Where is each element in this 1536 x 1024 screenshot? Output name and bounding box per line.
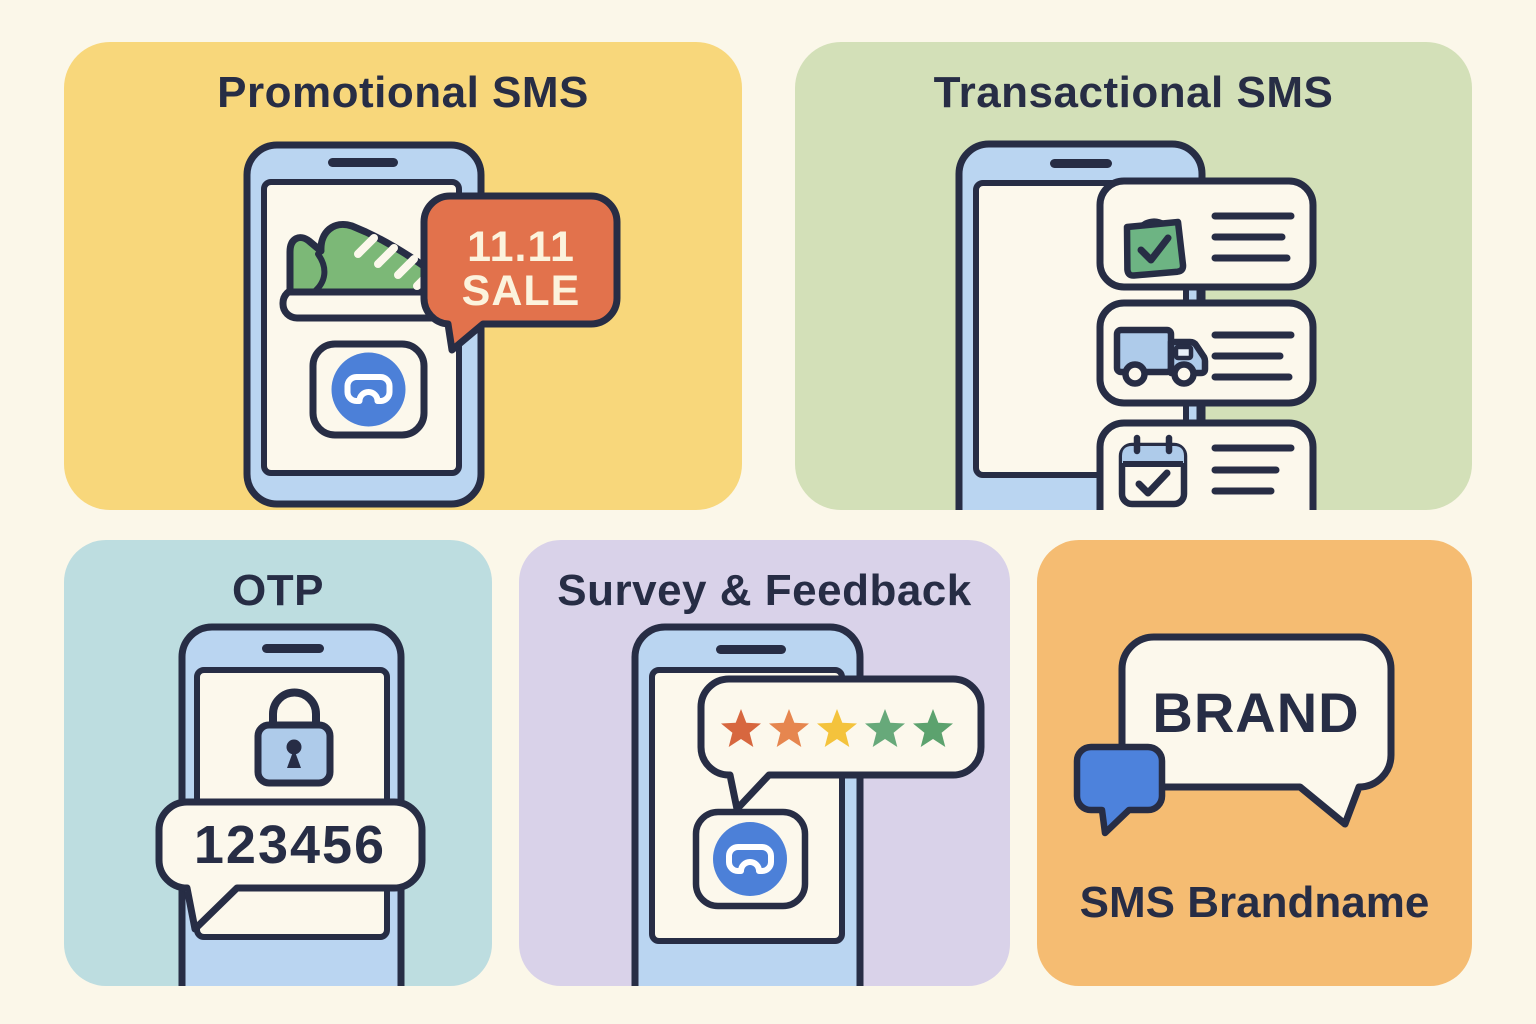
phone-speaker [716, 645, 786, 654]
star-icon [865, 709, 905, 747]
card-otp: OTP 123456 [64, 540, 492, 986]
message-text-lines [1211, 331, 1295, 381]
promotional-illustration: 11.11 SALE [243, 141, 621, 508]
card-title-promotional: Promotional SMS [217, 68, 589, 117]
card-survey-feedback: Survey & Feedback [519, 540, 1010, 986]
chat-app-icon [692, 808, 809, 910]
otp-code-bubble: 123456 [155, 798, 426, 933]
star-icon [769, 709, 809, 747]
brandname-illustration: BRAND [1073, 633, 1395, 837]
transactional-illustration [955, 140, 1317, 510]
lock-icon [254, 688, 334, 787]
brand-bubble-text: BRAND [1152, 681, 1359, 744]
message-card-order [1096, 177, 1317, 291]
otp-code-text: 123456 [194, 815, 386, 875]
message-text-lines [1211, 444, 1295, 495]
message-text-lines [1211, 212, 1295, 262]
card-title-brandname: SMS Brandname [1079, 878, 1430, 927]
calendar-check-icon [1118, 434, 1188, 508]
sale-badge-line2: SALE [462, 267, 581, 315]
card-title-transactional: Transactional SMS [933, 68, 1334, 117]
rating-bubble [697, 675, 985, 813]
chat-app-icon [309, 340, 428, 439]
sale-badge: 11.11 SALE [420, 192, 621, 354]
otp-illustration: 123456 [155, 623, 426, 986]
phone-speaker [1050, 159, 1112, 168]
shopping-bag-check-icon [1123, 218, 1187, 279]
survey-illustration [631, 623, 985, 986]
star-rating [721, 709, 953, 747]
card-title-survey: Survey & Feedback [557, 566, 972, 615]
small-chat-bubble-icon [1073, 743, 1166, 837]
phone-speaker [262, 644, 324, 653]
message-card-appointment [1096, 419, 1317, 510]
sale-badge-line1: 11.11 [467, 223, 575, 271]
phone-speaker [328, 158, 398, 167]
star-icon [817, 709, 857, 747]
card-transactional-sms: Transactional SMS [795, 42, 1472, 510]
brand-bubble: BRAND [1118, 633, 1395, 828]
delivery-truck-icon [1113, 326, 1209, 387]
card-promotional-sms: Promotional SMS [64, 42, 742, 510]
star-icon [913, 709, 953, 747]
card-sms-brandname: BRAND SMS Brandname [1037, 540, 1472, 986]
card-title-otp: OTP [232, 566, 324, 615]
star-icon [721, 709, 761, 747]
message-card-shipping [1096, 299, 1317, 407]
